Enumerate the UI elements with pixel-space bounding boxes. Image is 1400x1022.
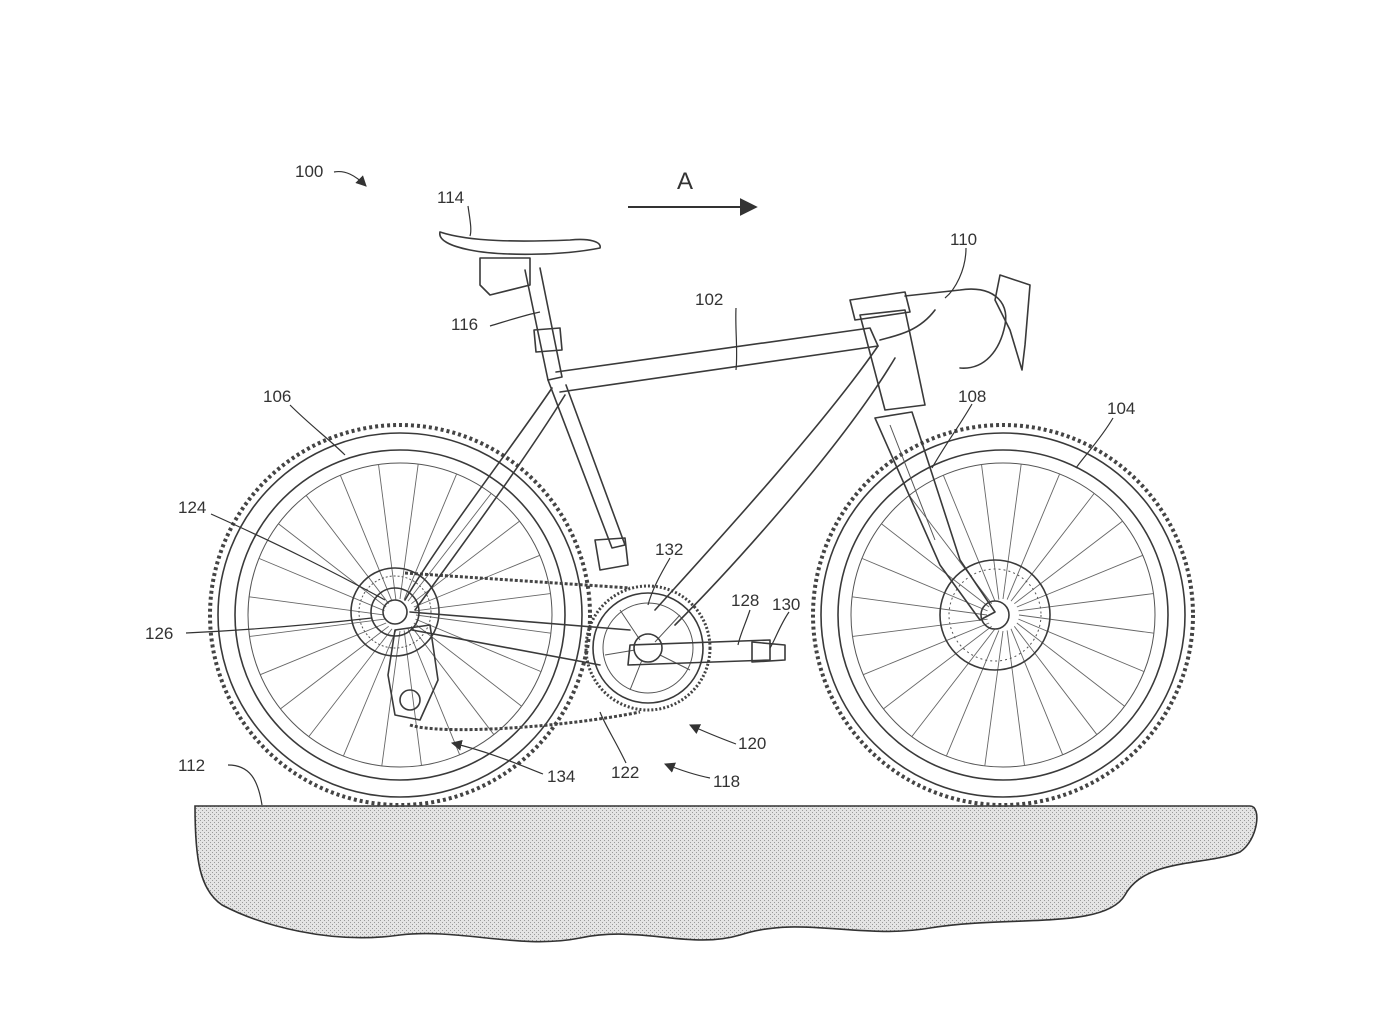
wheel-spoke: [1016, 622, 1125, 707]
wheel-spoke: [1010, 493, 1095, 602]
wheel-spoke: [1006, 473, 1061, 600]
wheel-spoke: [342, 630, 397, 757]
label-120: 120: [738, 734, 766, 753]
wheel-spoke: [1002, 464, 1022, 600]
fork: [874, 411, 996, 621]
chain: [404, 571, 641, 732]
chainring: [584, 584, 712, 712]
wheel-spoke: [308, 628, 393, 737]
wheel-spoke: [413, 622, 522, 707]
ground-surface: [194, 805, 1258, 943]
wheel-spoke: [249, 596, 385, 616]
wheel-spoke: [280, 625, 389, 710]
wheel-spoke: [981, 464, 1000, 600]
wheel-spoke: [883, 625, 992, 710]
label-132: 132: [655, 540, 683, 559]
handlebar: [849, 274, 1031, 371]
wheel-spoke: [911, 628, 996, 737]
wheel-spoke: [249, 618, 385, 637]
rear-wheel: [208, 423, 592, 807]
label-106: 106: [263, 387, 291, 406]
wheel-spoke: [378, 464, 397, 600]
wheel-spoke: [260, 622, 387, 676]
wheel-spoke: [1006, 630, 1025, 766]
wheel-spoke: [1013, 626, 1098, 735]
rear-hub-cassette: [350, 567, 440, 657]
wheel-spoke: [305, 495, 390, 604]
wheel-spoke: [411, 520, 520, 605]
label-130: 130: [772, 595, 800, 614]
wheel-spoke: [258, 557, 385, 612]
front-brake-disc: [939, 559, 1051, 671]
label-118: 118: [713, 772, 740, 791]
label-100: 100: [295, 162, 323, 181]
rear-derailleur: [387, 624, 439, 721]
label-108: 108: [958, 387, 986, 406]
direction-label: A: [677, 168, 693, 195]
wheel-spoke: [852, 618, 988, 637]
wheel-spoke: [339, 475, 393, 602]
wheel-spoke: [413, 554, 540, 608]
wheel-spoke: [863, 622, 990, 676]
wheel-spoke: [278, 523, 387, 608]
pedal: [751, 641, 786, 663]
label-112: 112: [178, 756, 205, 775]
wheel-spoke: [1016, 554, 1143, 608]
wheel-spoke: [1014, 520, 1123, 605]
wheel-spoke: [415, 593, 551, 612]
wheel-spoke: [881, 523, 990, 608]
wheel-spoke: [852, 596, 988, 616]
label-114: 114: [437, 188, 464, 207]
wheel-spoke: [407, 493, 492, 602]
wheel-spoke: [1010, 628, 1064, 755]
crank-arm: [627, 639, 771, 666]
label-110: 110: [950, 230, 977, 249]
wheel-spoke: [403, 630, 422, 766]
label-122: 122: [611, 763, 639, 782]
wheel-spoke: [403, 473, 458, 600]
frame: [404, 309, 926, 666]
label-116: 116: [451, 315, 478, 334]
wheel-spoke: [1018, 614, 1154, 634]
wheel-spoke: [945, 630, 1000, 757]
wheel-spoke: [1018, 618, 1145, 673]
wheel-spoke: [942, 475, 996, 602]
label-134: 134: [547, 767, 575, 786]
seat-post: [524, 267, 563, 381]
label-124: 124: [178, 498, 206, 517]
saddle: [439, 231, 601, 296]
wheel-spoke: [984, 630, 1004, 766]
front-wheel: [811, 423, 1195, 807]
label-104: 104: [1107, 399, 1135, 418]
label-128: 128: [731, 591, 759, 610]
label-102: 102: [695, 290, 723, 309]
wheel-spoke: [415, 618, 542, 673]
wheel-spoke: [399, 464, 419, 600]
label-126: 126: [145, 624, 173, 643]
wheel-spoke: [381, 630, 401, 766]
